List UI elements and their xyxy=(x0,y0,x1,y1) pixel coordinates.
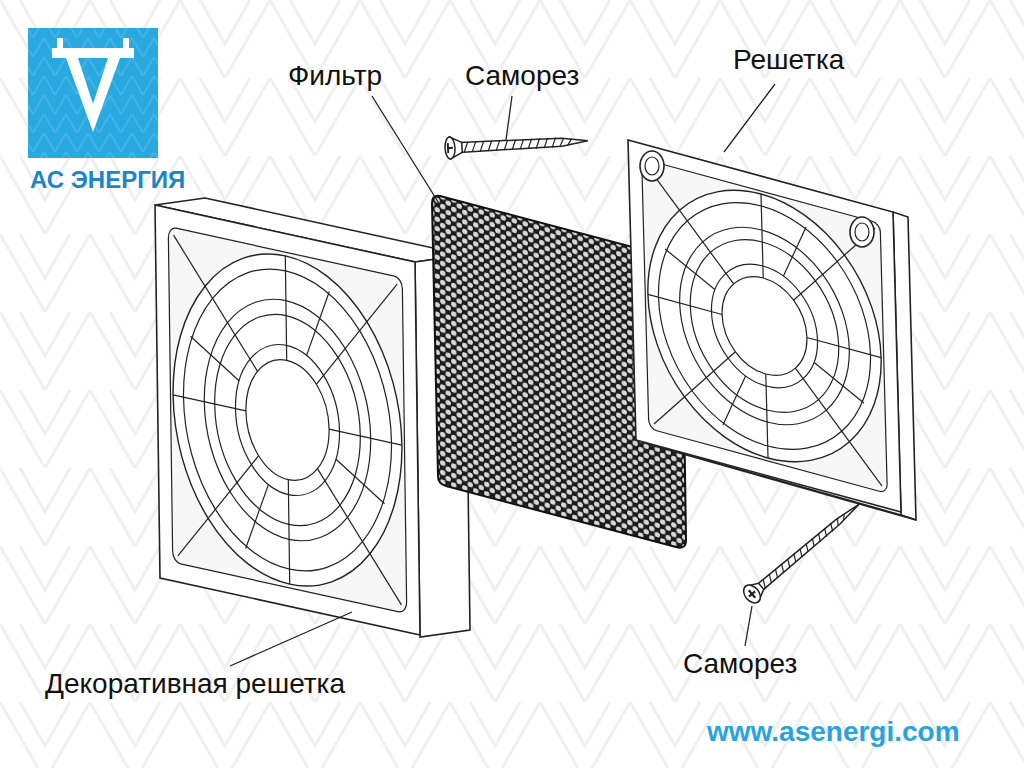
part-label: Фильтр xyxy=(288,60,382,92)
company-logo xyxy=(28,28,158,158)
part-label: Саморез xyxy=(465,60,579,92)
leader-lines xyxy=(230,84,775,666)
part-label: Решетка xyxy=(733,44,844,76)
screw xyxy=(740,496,865,606)
website-url: www.asenergi.com xyxy=(707,716,960,748)
part-label: Декоративная решетка xyxy=(45,668,345,700)
decorative-grille xyxy=(155,198,470,637)
part-label: Саморез xyxy=(683,648,797,680)
screw xyxy=(444,130,588,159)
rear-grille xyxy=(628,140,916,520)
logo-text: АС ЭНЕРГИЯ xyxy=(30,166,185,194)
